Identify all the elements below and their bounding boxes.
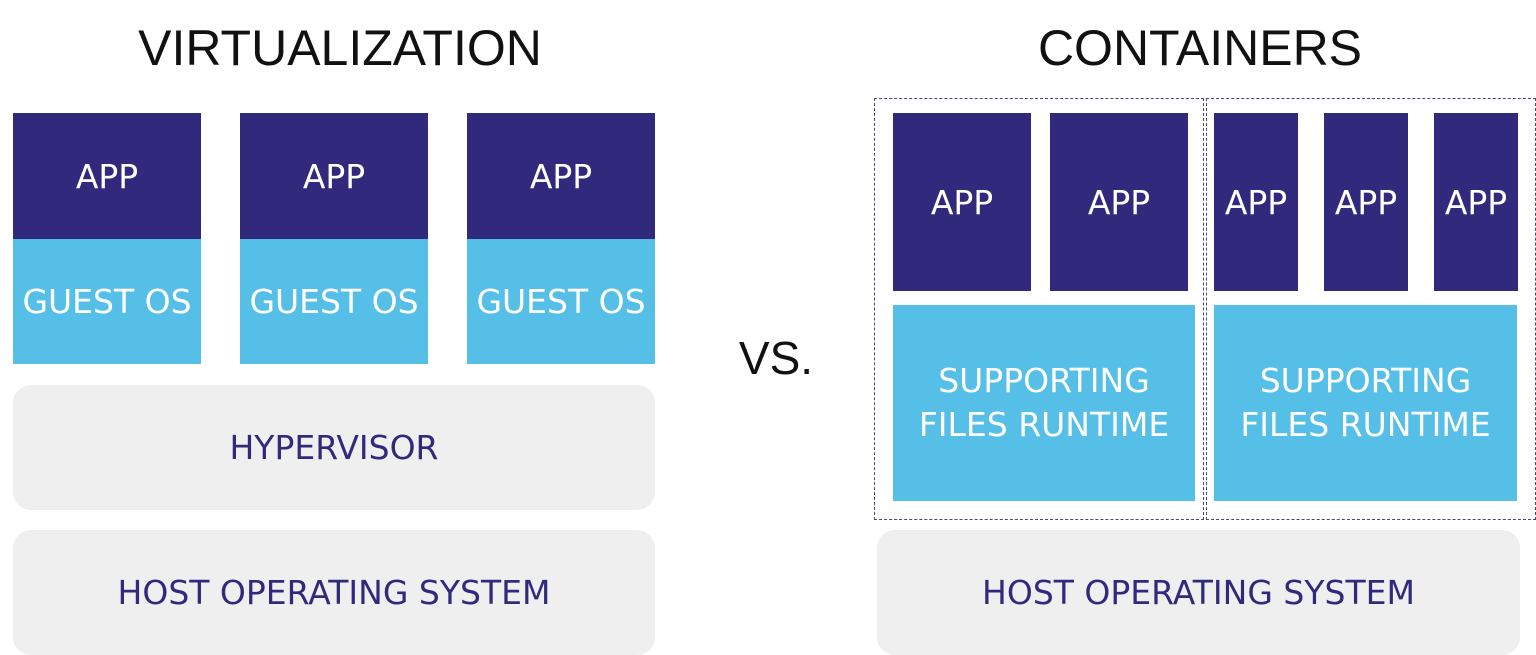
hypervisor-layer: HYPERVISOR: [13, 385, 655, 510]
container-1-app-2-block: APP: [1050, 113, 1188, 291]
vm-2-app-block: APP: [240, 113, 428, 239]
virtualization-host-os-layer: HOST OPERATING SYSTEM: [13, 530, 655, 655]
virtualization-title: VIRTUALIZATION: [138, 20, 542, 76]
vm-1-guest-os-block: GUEST OS: [13, 239, 201, 364]
vm-3-guest-os-block: GUEST OS: [467, 239, 655, 364]
container-1-app-1-block: APP: [893, 113, 1031, 291]
vm-3-app-block: APP: [467, 113, 655, 239]
container-2-app-3-block: APP: [1434, 113, 1518, 291]
container-2-app-2-block: APP: [1324, 113, 1408, 291]
container-2-app-1-block: APP: [1214, 113, 1298, 291]
vm-1-app-block: APP: [13, 113, 201, 239]
containers-host-os-layer: HOST OPERATING SYSTEM: [877, 530, 1520, 655]
vs-label: VS.: [738, 332, 814, 384]
containers-title: CONTAINERS: [1037, 20, 1363, 76]
container-group-1-boundary: [874, 98, 1204, 520]
container-2-runtime-block: SUPPORTING FILES RUNTIME: [1214, 305, 1517, 501]
container-1-runtime-block: SUPPORTING FILES RUNTIME: [893, 305, 1195, 501]
vm-2-guest-os-block: GUEST OS: [240, 239, 428, 364]
